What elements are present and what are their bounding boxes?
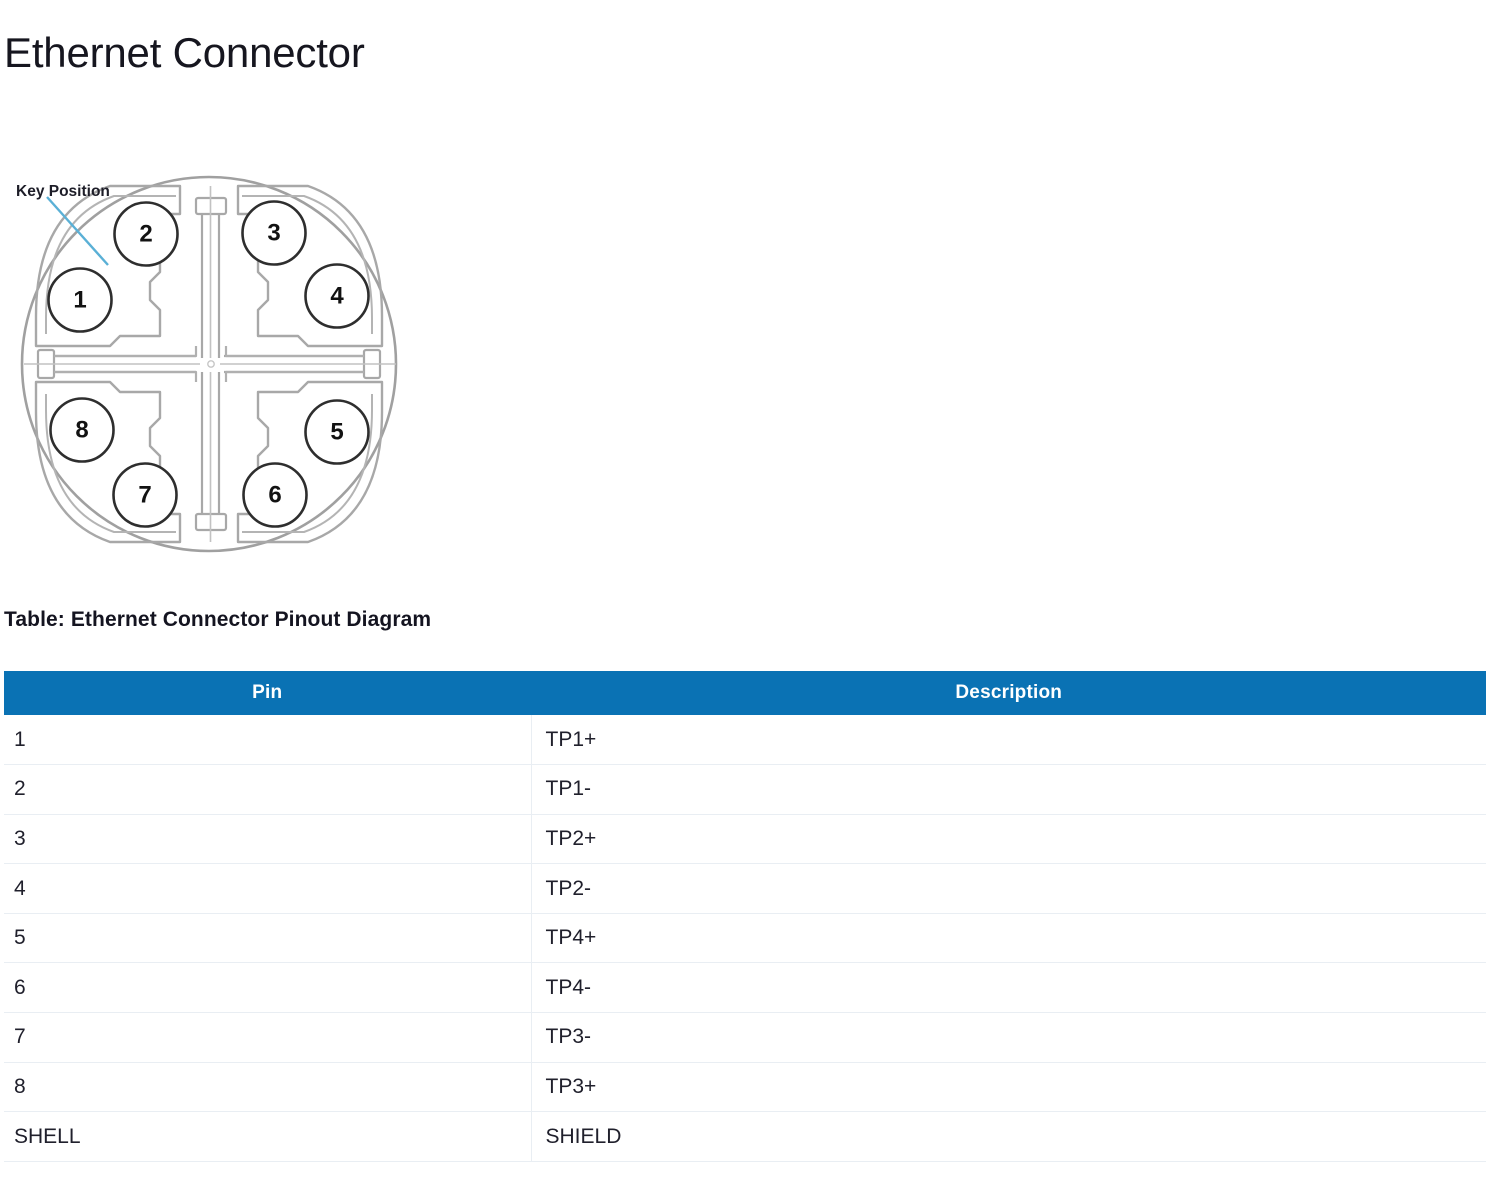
pin-contact-label-6: 6 bbox=[268, 482, 281, 509]
connector-diagram-figure: 1 2 3 4 5 6 7 bbox=[0, 150, 430, 580]
connector-quadrant-inner-contours bbox=[45, 195, 373, 533]
cell-description: TP4- bbox=[531, 962, 1486, 1014]
pin-contact-8: 8 bbox=[49, 397, 115, 463]
pin-contacts-group: 1 2 3 4 5 6 7 bbox=[47, 200, 370, 528]
cell-pin: 1 bbox=[4, 715, 532, 766]
key-slot-bottom bbox=[194, 372, 228, 542]
cell-pin: 3 bbox=[4, 814, 532, 865]
key-slot-top bbox=[194, 186, 228, 358]
table-row: 5 TP4+ bbox=[4, 913, 1486, 964]
table-row: 1 TP1+ bbox=[4, 715, 1486, 766]
cell-pin: SHELL bbox=[4, 1111, 532, 1162]
table-row: 4 TP2- bbox=[4, 863, 1486, 914]
pin-contact-6: 6 bbox=[242, 462, 308, 528]
pinout-table-body: 1 TP1+ 2 TP1- 3 TP2+ 4 TP2- 5 TP4+ 6 TP4… bbox=[4, 715, 1486, 1162]
table-row: 2 TP1- bbox=[4, 764, 1486, 815]
pin-contact-label-4: 4 bbox=[330, 283, 344, 310]
cell-pin: 7 bbox=[4, 1012, 532, 1063]
table-row: 8 TP3+ bbox=[4, 1062, 1486, 1113]
cell-description: TP3+ bbox=[531, 1062, 1486, 1113]
pin-contact-label-1: 1 bbox=[73, 287, 86, 314]
connector-insulator-quadrants bbox=[34, 184, 384, 544]
connector-face-svg: 1 2 3 4 5 6 7 bbox=[16, 175, 398, 553]
pin-contact-5: 5 bbox=[304, 399, 370, 465]
cell-description: TP3- bbox=[531, 1012, 1486, 1063]
table-header-row: Pin Description bbox=[4, 671, 1486, 715]
pinout-table-head: Pin Description bbox=[4, 671, 1486, 715]
pinout-table-container: Pin Description 1 TP1+ 2 TP1- 3 TP2+ 4 T… bbox=[4, 671, 1486, 1162]
pin-contact-3: 3 bbox=[241, 200, 307, 266]
table-row: SHELL SHIELD bbox=[4, 1111, 1486, 1162]
cell-description: TP1- bbox=[531, 764, 1486, 815]
column-header-pin: Pin bbox=[4, 671, 532, 715]
pin-contact-label-5: 5 bbox=[330, 419, 343, 446]
table-row: 6 TP4- bbox=[4, 962, 1486, 1014]
pin-contact-label-8: 8 bbox=[75, 417, 88, 444]
center-cross-structure bbox=[54, 346, 364, 382]
cell-pin: 2 bbox=[4, 764, 532, 815]
page-title: Ethernet Connector bbox=[4, 29, 365, 77]
key-position-label: Key Position bbox=[16, 183, 110, 200]
column-header-description: Description bbox=[531, 671, 1486, 715]
cell-pin: 5 bbox=[4, 913, 532, 964]
cell-description: TP4+ bbox=[531, 913, 1486, 964]
cell-description: TP2+ bbox=[531, 814, 1486, 865]
pin-contact-4: 4 bbox=[304, 263, 370, 329]
pin-contact-7: 7 bbox=[112, 462, 178, 528]
pin-contact-label-3: 3 bbox=[267, 220, 280, 247]
pin-contact-1: 1 bbox=[47, 267, 113, 333]
cell-description: SHIELD bbox=[531, 1111, 1486, 1162]
cell-pin: 6 bbox=[4, 962, 532, 1014]
table-row: 3 TP2+ bbox=[4, 814, 1486, 865]
pin-contact-label-2: 2 bbox=[139, 221, 152, 248]
cell-description: TP2- bbox=[531, 863, 1486, 914]
cell-pin: 8 bbox=[4, 1062, 532, 1113]
pin-contact-label-7: 7 bbox=[138, 482, 151, 509]
pin-contact-2: 2 bbox=[113, 201, 179, 267]
pinout-table: Pin Description 1 TP1+ 2 TP1- 3 TP2+ 4 T… bbox=[4, 671, 1486, 1162]
key-position-leader-line bbox=[46, 196, 109, 266]
cell-description: TP1+ bbox=[531, 715, 1486, 766]
table-caption: Table: Ethernet Connector Pinout Diagram bbox=[4, 608, 432, 631]
table-row: 7 TP3- bbox=[4, 1012, 1486, 1063]
cell-pin: 4 bbox=[4, 863, 532, 914]
